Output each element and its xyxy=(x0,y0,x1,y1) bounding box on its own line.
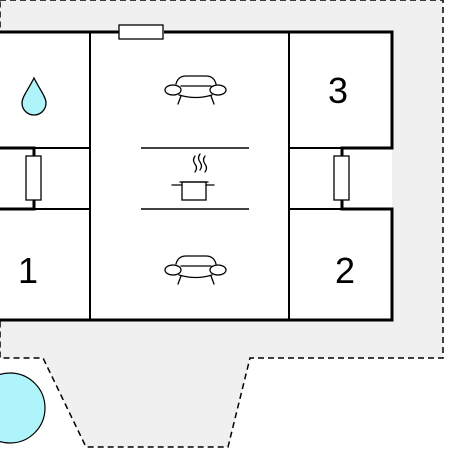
window-top xyxy=(118,24,164,40)
water-drop-icon xyxy=(21,76,47,116)
window-right xyxy=(333,155,350,201)
room-number-1: 1 xyxy=(18,250,38,291)
exterior-wall xyxy=(0,30,394,322)
sofa-icon xyxy=(164,255,227,285)
room-number-3: 3 xyxy=(328,70,348,111)
sofa-icon xyxy=(164,75,227,105)
window-left xyxy=(25,155,42,201)
swimming-pool xyxy=(0,372,46,444)
building-floor xyxy=(0,32,392,320)
room-number-2: 2 xyxy=(335,250,355,291)
cooking-pot-icon xyxy=(171,153,215,201)
interior-wall xyxy=(0,32,392,320)
